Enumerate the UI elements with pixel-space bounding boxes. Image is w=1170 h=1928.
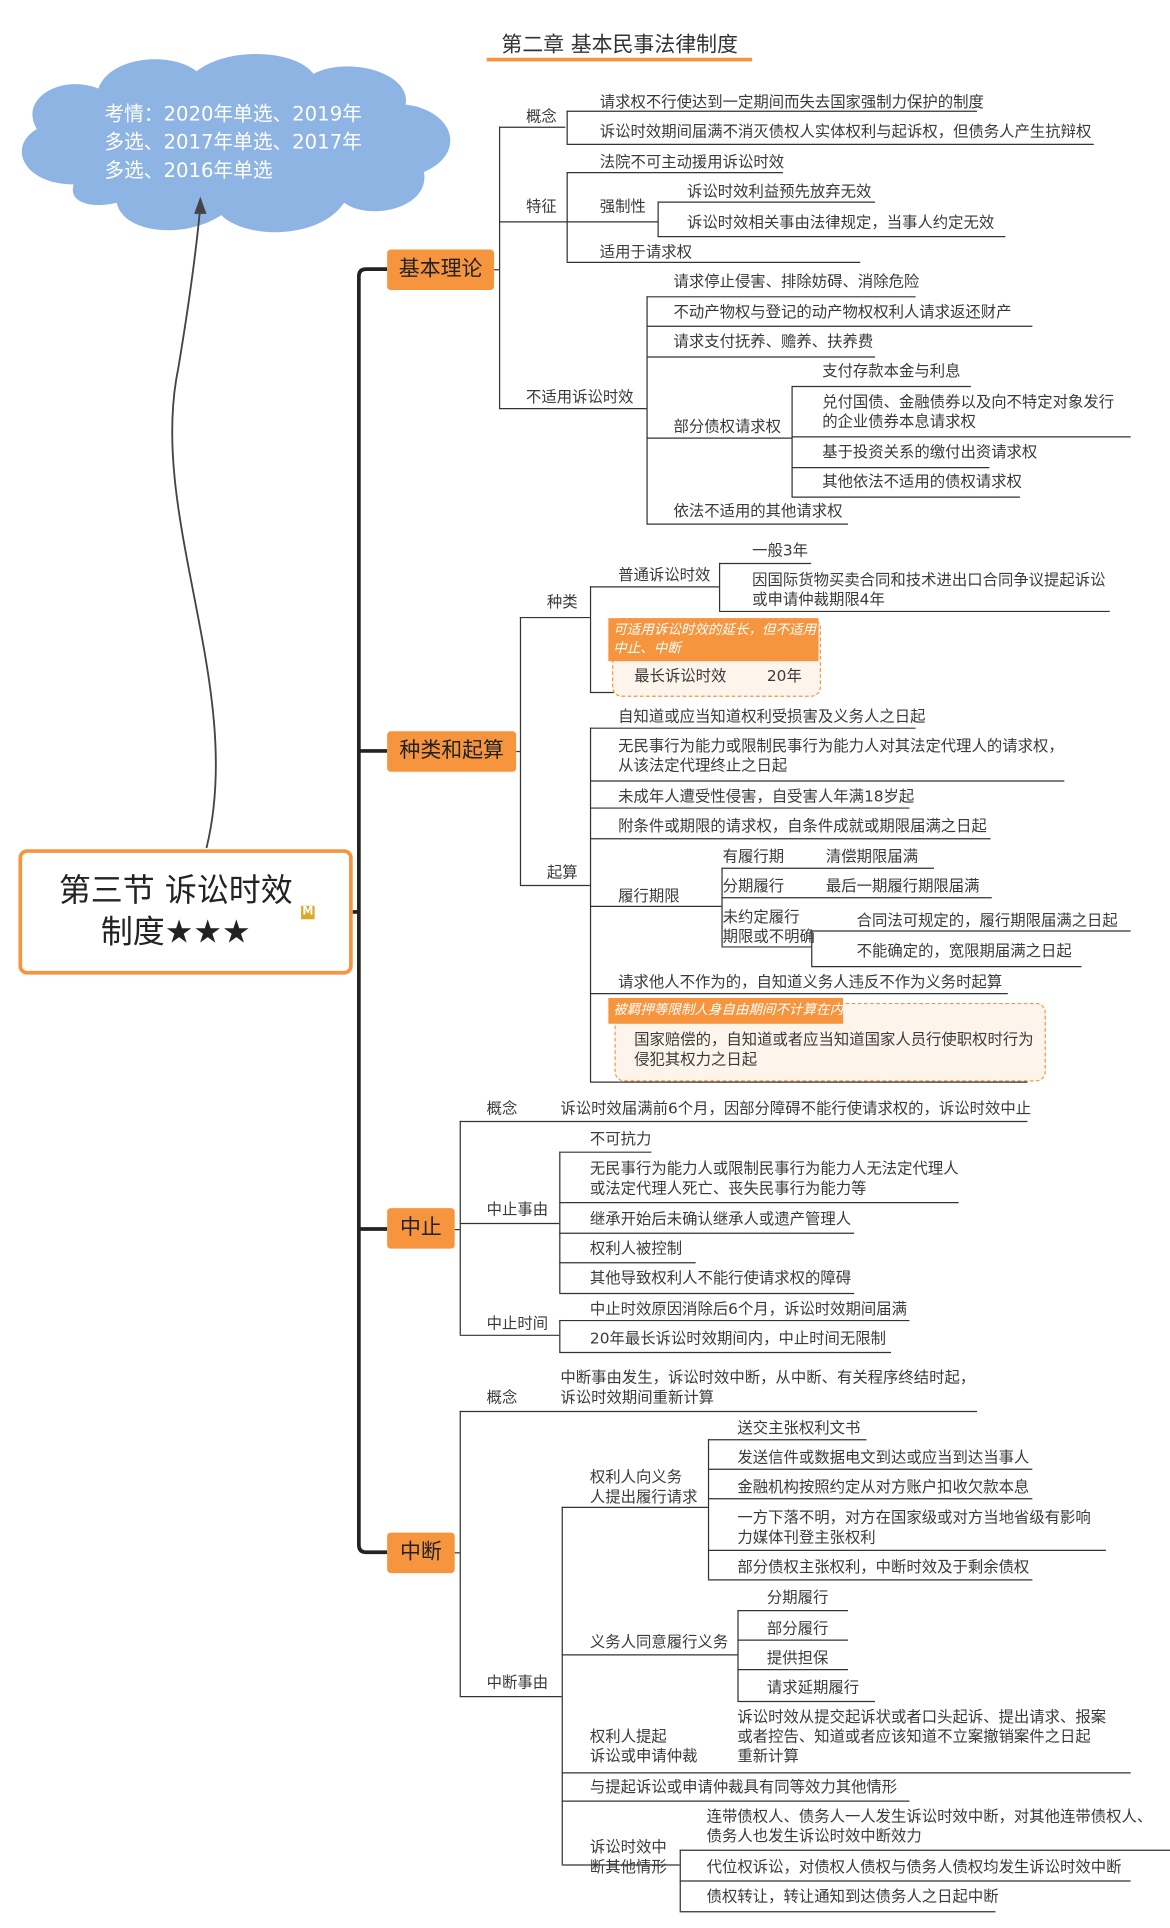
topic-item[interactable]: 诉讼时效相关事由法律规定，当事人约定无效 [687, 212, 995, 232]
topic-label[interactable]: 最长诉讼时效 [634, 666, 727, 685]
topic-item[interactable]: 一方下落不明，对方在国家级或对方当地省级有影响 力媒体刊登主张权利 [737, 1507, 1091, 1547]
topic-item[interactable]: 法院不可主动援用诉讼时效 [599, 152, 785, 171]
topic-item[interactable]: 连带债权人、债务人一人发生诉讼时效中断，对其他连带债权人、 债务人也发生诉讼时效… [706, 1806, 1153, 1845]
topic-item[interactable]: 分期履行 [766, 1587, 829, 1607]
central-topic-title: 第三节 诉讼时效 制度★★★ [58, 872, 293, 952]
topic-item[interactable]: 国家赔偿的，自知道或者应当知道国家人员行使职权时行为 侵犯其权力之日起 [634, 1029, 1034, 1069]
topic-label[interactable]: 特征 [526, 196, 557, 216]
topic-item[interactable]: 代位权诉讼，对债权人债权与债务人债权均发生诉讼时效中断 [706, 1857, 1122, 1876]
topic-item[interactable]: 20年最长诉讼时效期间内，中止时间无限制 [589, 1328, 887, 1347]
topic-label[interactable]: 强制性 [599, 196, 646, 216]
topic-item[interactable]: 请求延期履行 [766, 1677, 860, 1697]
topic-item[interactable]: 分期履行 [722, 876, 785, 895]
branch-types-and-start[interactable]: 种类和起算 [387, 731, 517, 772]
topic-item[interactable]: 请求权不行使达到一定期间而失去国家强制力保护的制度 [599, 92, 984, 111]
topic-item[interactable]: 兑付国债、金融债券以及向不特定对象发行 的企业债券本息请求权 [822, 392, 1115, 431]
marker-icon[interactable]: M [301, 905, 315, 920]
topic-item[interactable]: 最后一期履行期限届满 [825, 876, 980, 895]
topic-item[interactable]: 其他依法不适用的债权请求权 [822, 471, 1022, 491]
topic-label[interactable]: 概念 [486, 1098, 518, 1118]
topic-item[interactable]: 一般3年 [752, 540, 809, 560]
topic-item[interactable]: 20年 [766, 666, 802, 685]
topic-label[interactable]: 权利人向义务 人提出履行请求 [589, 1467, 698, 1506]
topic-item[interactable]: 支付存款本金与利息 [822, 361, 961, 380]
topic-item[interactable]: 中断事由发生，诉讼时效中断，从中断、有关程序终结时起， 诉讼时效期间重新计算 [560, 1367, 976, 1406]
topic-item[interactable]: 基于投资关系的缴付出资请求权 [822, 442, 1038, 461]
topic-label[interactable]: 中断事由 [486, 1672, 549, 1692]
topic-item[interactable]: 送交主张权利文书 [737, 1418, 861, 1437]
topic-item[interactable]: 不能确定的，宽限期届满之日起 [856, 941, 1072, 960]
topic-label[interactable]: 普通诉讼时效 [618, 565, 711, 584]
topic-item[interactable]: 无民事行为能力人或限制民事行为能力人无法定代理人 或法定代理人死亡、丧失民事行为… [589, 1158, 959, 1198]
branch-suspension[interactable]: 中止 [387, 1208, 455, 1249]
topic-label[interactable]: 种类 [546, 592, 578, 611]
topic-label[interactable]: 中止事由 [486, 1199, 549, 1218]
topic-label[interactable]: 义务人同意履行义务 [589, 1632, 729, 1651]
topic-item[interactable]: 合同法可规定的，履行期限届满之日起 [856, 910, 1118, 930]
topic-label[interactable]: 不适用诉讼时效 [526, 387, 634, 406]
topic-item[interactable]: 不可抗力 [589, 1129, 652, 1148]
topic-item[interactable]: 诉讼时效从提交起诉状或者口头起诉、提出请求、报案 或者控告、知道或者应该知道不立… [737, 1707, 1107, 1765]
topic-item[interactable]: 诉讼时效利益预先放弃无效 [687, 181, 872, 201]
topic-item[interactable]: 不动产物权与登记的动产物权权利人请求返还财产 [673, 302, 1012, 321]
exam-note-cloud-text: 考情：2020年单选、2019年 多选、2017年单选、2017年 多选、201… [104, 102, 362, 182]
topic-item[interactable]: 因国际货物买卖合同和技术进出口合同争议提起诉讼 或申请仲裁期限4年 [752, 570, 1106, 609]
topic-item[interactable]: 自知道或应当知道权利受损害及义务人之日起 [618, 706, 926, 726]
topic-item[interactable]: 金融机构按照约定从对方账户扣收欠款本息 [737, 1477, 1030, 1496]
topic-item[interactable]: 未成年人遭受性侵害，自受害人年满18岁起 [618, 786, 915, 805]
topic-item[interactable]: 有履行期 [722, 846, 785, 866]
topic-item[interactable]: 请求支付抚养、赡养、扶养费 [673, 331, 874, 351]
topic-item[interactable]: 依法不适用的其他请求权 [673, 501, 843, 520]
chapter-title: 第二章 基本民事法律制度 [501, 33, 738, 58]
topic-item[interactable]: 诉讼时效届满前6个月，因部分障碍不能行使请求权的，诉讼时效中止 [560, 1098, 1032, 1118]
topic-item[interactable]: 其他导致权利人不能行使请求权的障碍 [589, 1268, 852, 1287]
topic-item[interactable]: 继承开始后未确认继承人或遗产管理人 [589, 1209, 852, 1228]
topic-item[interactable]: 无民事行为能力或限制民事行为能力人对其法定代理人的请求权， 从该法定代理终止之日… [618, 736, 1064, 775]
topic-label[interactable]: 诉讼时效中 断其他情形 [589, 1837, 667, 1876]
topic-label[interactable]: 起算 [546, 862, 578, 882]
topic-item[interactable]: 部分债权主张权利，中断时效及于剩余债权 [737, 1557, 1030, 1576]
topic-item[interactable]: 清偿期限届满 [825, 846, 919, 866]
title-underline [486, 57, 753, 62]
callout-note: 可适用诉讼时效的延长，但不适用 中止、中断 [608, 618, 819, 662]
main-spine [352, 267, 388, 1555]
topic-label[interactable]: 概念 [526, 106, 557, 126]
topic-label[interactable]: 中止时间 [486, 1313, 549, 1333]
topic-item[interactable]: 提供担保 [766, 1648, 829, 1667]
topic-label[interactable]: 履行期限 [618, 886, 680, 905]
topic-item[interactable]: 请求停止侵害、排除妨碍、消除危险 [673, 271, 920, 291]
branch-interruption[interactable]: 中断 [387, 1532, 455, 1574]
topic-item[interactable]: 附条件或期限的请求权，自条件成就或期限届满之日起 [618, 816, 987, 835]
central-topic[interactable]: 第三节 诉讼时效 制度★★★ M [18, 849, 353, 975]
arrow-head-icon [194, 196, 207, 214]
topic-item[interactable]: 权利人被控制 [589, 1238, 683, 1258]
topic-item[interactable]: 债权转让，转让通知到达债务人之日起中断 [706, 1886, 999, 1905]
topic-label[interactable]: 部分债权请求权 [673, 416, 782, 436]
topic-label[interactable]: 概念 [486, 1387, 518, 1406]
topic-item[interactable]: 发送信件或数据电文到达或应当到达当事人 [737, 1447, 1030, 1467]
topic-label[interactable]: 未约定履行 期限或不明确 [722, 907, 815, 946]
topic-item[interactable]: 请求他人不作为的，自知道义务人违反不作为义务时起算 [618, 972, 1003, 991]
topic-item[interactable]: 部分履行 [766, 1618, 829, 1638]
topic-label[interactable]: 权利人提起 诉讼或申请仲裁 [589, 1726, 698, 1765]
callout-note: 被羁押等限制人身自由期间不计算在内 [608, 997, 844, 1024]
topic-item[interactable]: 诉讼时效期间届满不消灭债权人实体权利与起诉权，但债务人产生抗辩权 [599, 121, 1092, 141]
topic-item[interactable]: 适用于请求权 [599, 242, 692, 261]
cloud-shape [21, 54, 451, 233]
arrow-curve [171, 206, 217, 849]
topic-item[interactable]: 与提起诉讼或申请仲裁具有同等效力其他情形 [589, 1777, 898, 1796]
topic-item[interactable]: 中止时效原因消除后6个月，诉讼时效期间届满 [589, 1299, 907, 1318]
branch-basic-theory[interactable]: 基本理论 [387, 249, 495, 291]
